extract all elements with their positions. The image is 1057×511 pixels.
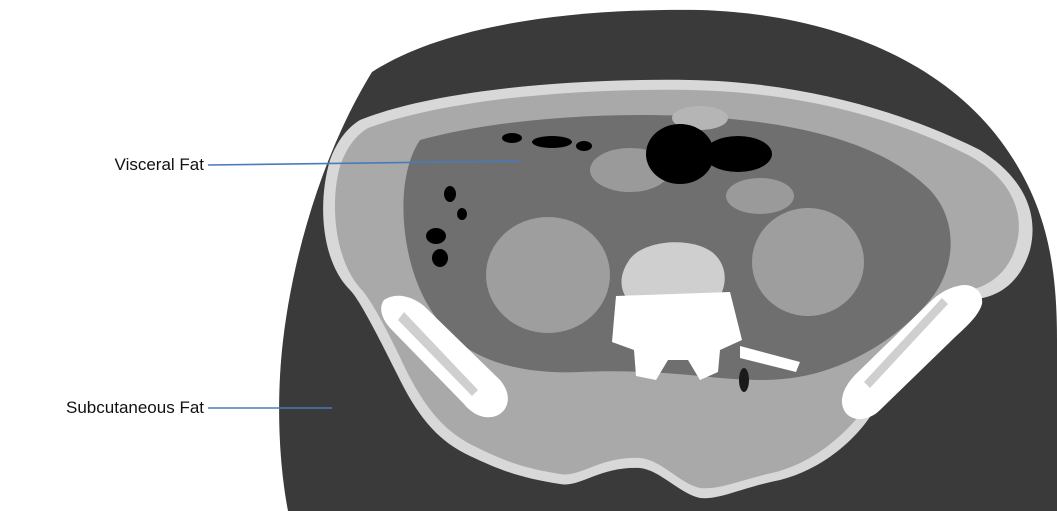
bowel-gas bbox=[502, 133, 522, 143]
visceral-fat-label: Visceral Fat bbox=[115, 155, 205, 174]
bowel-gas bbox=[576, 141, 592, 151]
bowel-loop bbox=[726, 178, 794, 214]
bowel-gas bbox=[426, 228, 446, 244]
bowel-gas bbox=[739, 368, 749, 392]
bowel-gas bbox=[444, 186, 456, 202]
bowel-gas bbox=[457, 208, 467, 220]
left-kidney-region bbox=[486, 217, 610, 333]
bowel-gas bbox=[532, 136, 572, 148]
bowel-gas bbox=[432, 249, 448, 267]
right-kidney-region bbox=[752, 208, 864, 316]
bowel-gas bbox=[646, 124, 714, 184]
bowel-gas bbox=[704, 136, 772, 172]
subcutaneous-fat-label: Subcutaneous Fat bbox=[66, 398, 204, 417]
